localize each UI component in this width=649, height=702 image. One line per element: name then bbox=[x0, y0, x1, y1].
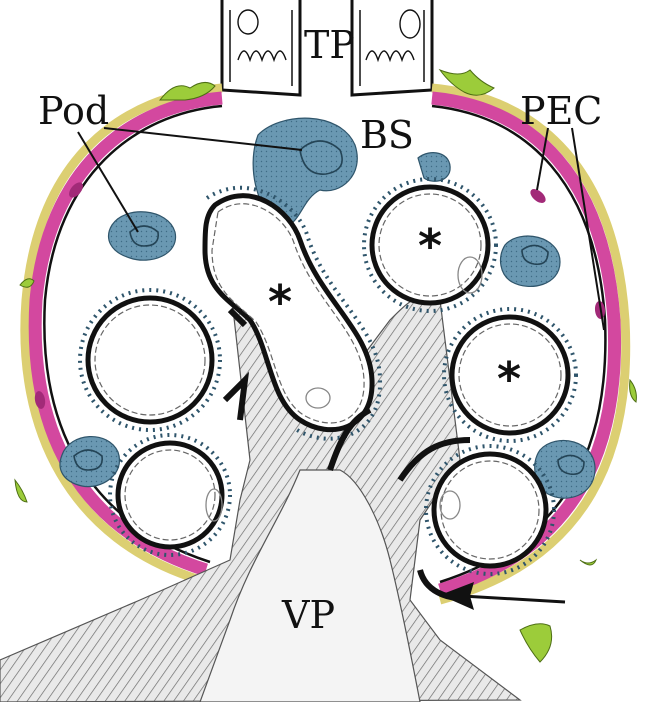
label-vp: VP bbox=[281, 593, 335, 637]
label-pec: PEC bbox=[520, 89, 602, 133]
label-tp: TP bbox=[304, 23, 355, 67]
label-bs: BS bbox=[360, 113, 414, 157]
asterisk-right-middle: * bbox=[497, 352, 521, 406]
label-pod: Pod bbox=[38, 89, 109, 133]
asterisk-central: * bbox=[268, 275, 292, 329]
asterisk-right-upper: * bbox=[418, 219, 442, 273]
